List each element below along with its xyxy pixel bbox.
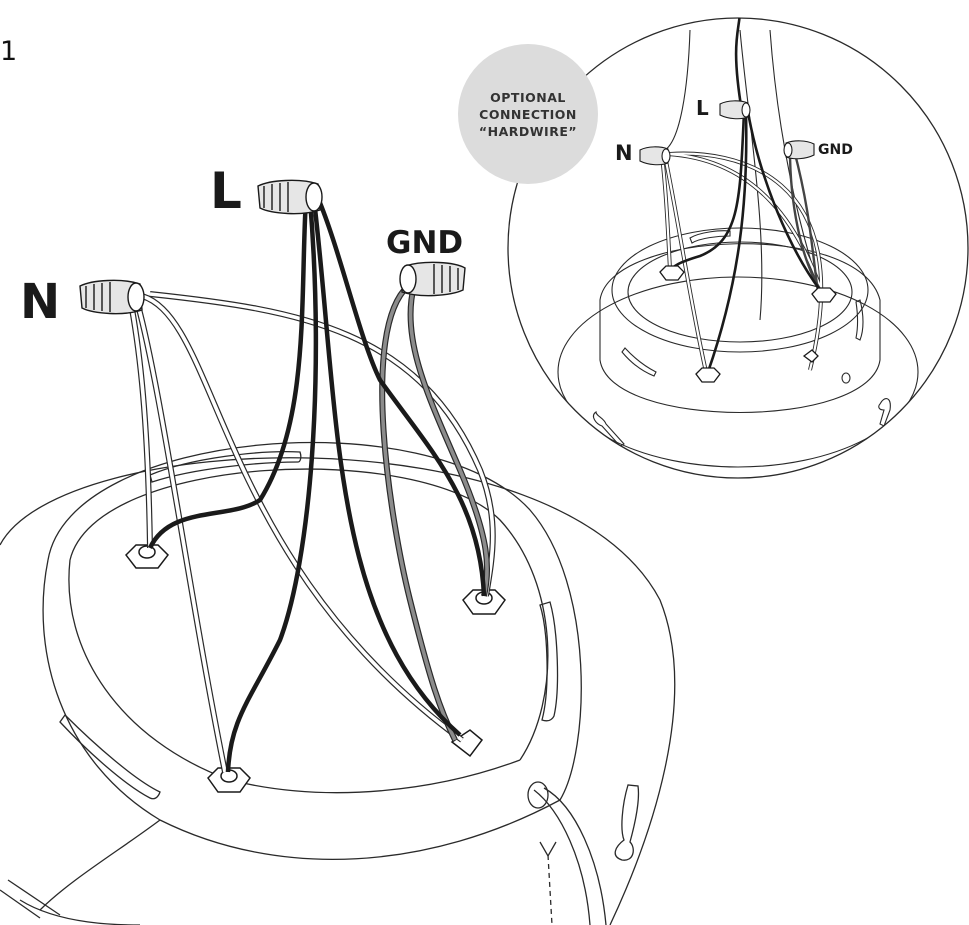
optional-connection-badge: OPTIONAL CONNECTION “HARDWIRE” [458,44,598,184]
badge-line-3: “HARDWIRE” [478,123,578,139]
inset-detail [557,18,919,468]
main-wire-nuts [79,179,466,315]
ground-label: GND [386,225,464,261]
main-live-wire-nut [257,179,323,215]
main-canopy [0,441,676,925]
main-neutral-wire-nut [79,279,145,315]
main-ground-wire-nut [399,261,466,297]
badge-line-2: CONNECTION [479,106,577,122]
live-label: L [210,162,242,220]
main-ground-wires [379,283,491,742]
main-live-wires [147,197,487,773]
badge-line-1: OPTIONAL [490,89,566,105]
inset-ground-label: GND [818,142,853,158]
inset-live-label: L [696,96,709,120]
main-studs [125,544,506,793]
neutral-label: N [20,274,61,330]
inset-neutral-label: N [615,141,633,165]
main-neutral-wires [127,291,496,773]
step-number: 1 [0,36,18,67]
